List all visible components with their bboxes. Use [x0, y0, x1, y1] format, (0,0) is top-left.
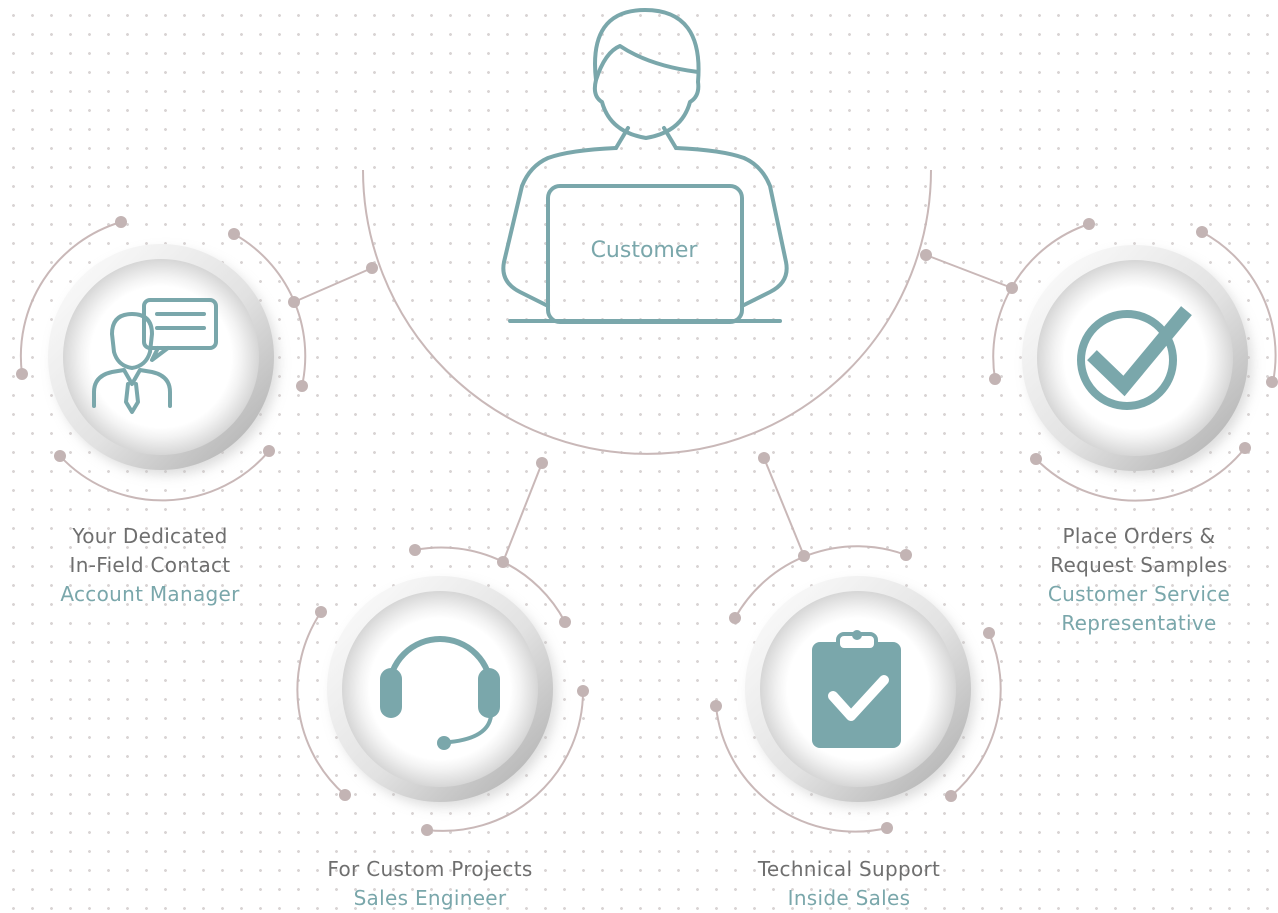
orbit-dot [1239, 442, 1251, 454]
orbit-dot [315, 606, 327, 618]
orbit-dot [881, 822, 893, 834]
orbit-dot [1266, 376, 1278, 388]
customer-service-role-2: Representative [1061, 611, 1217, 635]
account-manager-role: Account Manager [60, 582, 240, 606]
orbit-dot [54, 450, 66, 462]
account-manager-node [16, 216, 308, 502]
orbit-arc [59, 450, 270, 502]
customer-service-label: Place Orders & Request Samples Customer … [989, 522, 1278, 638]
orbit-dot [16, 368, 28, 380]
node [536, 457, 548, 469]
checkmark-circle-icon [1077, 306, 1192, 410]
connector-account-manager [293, 267, 373, 303]
customer-figure-icon [501, 8, 789, 324]
orbit-dot [228, 228, 240, 240]
orbit-dot [1006, 282, 1018, 294]
orbit-arc [296, 611, 346, 796]
customer-service-node [989, 218, 1278, 502]
customer-label: Customer [590, 238, 698, 263]
consultant-speech-icon [92, 298, 218, 414]
customer-arc [362, 169, 932, 455]
account-manager-desc-2: In-Field Contact [69, 553, 231, 577]
orbit-dot [729, 612, 741, 624]
orbit-dot [497, 556, 509, 568]
account-manager-label: Your Dedicated In-Field Contact Account … [0, 522, 300, 609]
orbit-dot [339, 789, 351, 801]
orbit-dot [900, 549, 912, 561]
orbit-dot [263, 445, 275, 457]
customer-service-desc-1: Place Orders & [1062, 524, 1216, 548]
orbit-dot [1083, 218, 1095, 230]
orbit-dot [710, 700, 722, 712]
node [758, 452, 770, 464]
orbit-dot [421, 824, 433, 836]
orbit-dot [577, 685, 589, 697]
connector-nodes [366, 249, 932, 469]
orbit-arc [715, 705, 888, 833]
account-manager-desc-1: Your Dedicated [72, 524, 228, 548]
orbit-dot [983, 627, 995, 639]
orbit-arc [19, 221, 122, 375]
connector-inside-sales [763, 457, 805, 557]
connector-customer-service [925, 254, 1013, 289]
orbit-arc [1201, 231, 1277, 383]
orbit-dot [1030, 453, 1042, 465]
orbit-dot [409, 544, 421, 556]
inside-sales-node [710, 545, 1002, 834]
orbit-dot [296, 380, 308, 392]
customer-service-desc-2: Request Samples [1050, 553, 1228, 577]
headset-icon [380, 636, 500, 750]
orbit-arc [950, 632, 1002, 797]
sales-engineer-desc: For Custom Projects [327, 857, 533, 881]
orbit-dot [288, 296, 300, 308]
orbit-arc [426, 690, 584, 832]
inside-sales-desc: Technical Support [757, 857, 941, 881]
sales-engineer-label: For Custom Projects Sales Engineer [280, 855, 580, 913]
inside-sales-role: Inside Sales [787, 886, 911, 910]
connector-sales-engineer [502, 462, 543, 563]
sales-engineer-role: Sales Engineer [353, 886, 507, 910]
orbit-dot [989, 373, 1001, 385]
sales-engineer-node [296, 544, 589, 836]
customer-service-role-1: Customer Service [1047, 582, 1231, 606]
clipboard-check-icon [812, 630, 901, 748]
node [920, 249, 932, 261]
node [366, 262, 378, 274]
inside-sales-label: Technical Support Inside Sales [699, 855, 999, 913]
orbit-dot [115, 216, 127, 228]
orbit-dot [1196, 226, 1208, 238]
orbit-dot [559, 616, 571, 628]
orbit-dot [798, 550, 810, 562]
orbit-dot [945, 790, 957, 802]
orbit-arc [1035, 447, 1246, 502]
connectors [293, 254, 1013, 563]
